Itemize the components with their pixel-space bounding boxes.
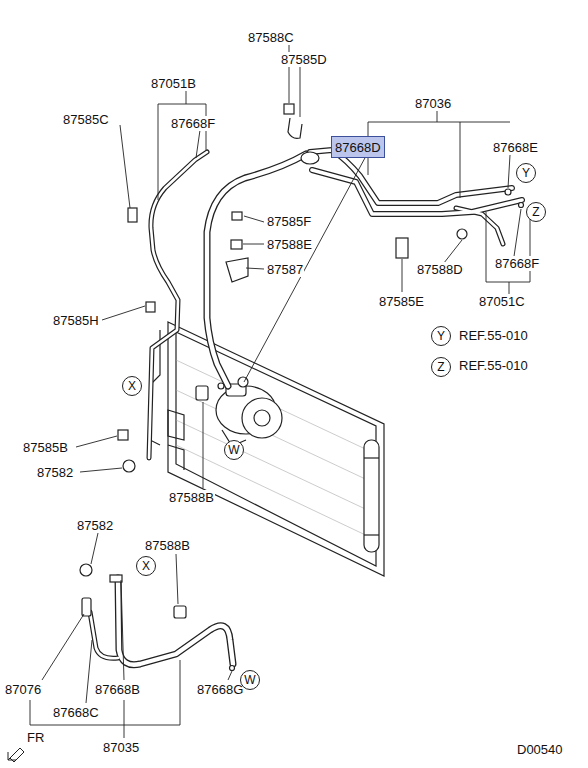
reference-circle: Y: [516, 163, 536, 183]
callout-number: 87588B: [168, 490, 215, 505]
highlighted-part-number: 87668D: [331, 136, 385, 158]
callout-number: 87588D: [416, 262, 464, 277]
callout-number: 87051B: [150, 76, 197, 91]
reference-letter: W: [228, 444, 239, 456]
callout-number: 87585B: [22, 440, 69, 455]
callout-number: 87585H: [52, 313, 100, 328]
reference-circle: X: [122, 376, 142, 396]
callout-number: 87668F: [170, 116, 216, 131]
reference-letter: Z: [532, 206, 539, 218]
callout-number: 87668D: [335, 140, 381, 155]
callout-number: 87035: [102, 740, 140, 755]
reference-circle: W: [224, 440, 244, 460]
reference-letter: Y: [437, 330, 445, 342]
reference-note: REF.55-010: [458, 358, 529, 373]
reference-note: REF.55-010: [458, 328, 529, 343]
reference-letter: X: [128, 380, 136, 392]
callout-number: 87585F: [266, 214, 312, 229]
callout-number: 87585E: [378, 294, 425, 309]
callout-number: 87668E: [492, 140, 539, 155]
reference-circle: X: [136, 556, 156, 576]
callout-number: 87036: [414, 96, 452, 111]
callout-number: 87668G: [196, 682, 244, 697]
reference-letter: Y: [522, 167, 530, 179]
callout-number: 87582: [76, 518, 114, 533]
callout-number: 87588B: [144, 538, 191, 553]
callout-number: 87668B: [94, 682, 141, 697]
reference-circle: W: [240, 670, 260, 690]
reference-circle: Z: [431, 357, 451, 377]
reference-circle: Y: [431, 326, 451, 346]
callout-number: 87588C: [247, 30, 295, 45]
direction-label: FR: [26, 730, 45, 745]
callout-number: 87668C: [52, 705, 100, 720]
callout-number: 87668F: [494, 256, 540, 271]
callout-number: 87587: [266, 262, 304, 277]
callout-number: 87076: [4, 682, 42, 697]
reference-letter: X: [142, 560, 150, 572]
reference-circle: Z: [526, 202, 546, 222]
callout-number: 87582: [36, 465, 74, 480]
reference-letter: Z: [437, 361, 444, 373]
callout-number: D00540: [516, 742, 564, 757]
callout-number: 87585C: [62, 112, 110, 127]
callout-number: 87051C: [478, 294, 526, 309]
reference-letter: W: [244, 674, 255, 686]
callout-number: 87588E: [266, 237, 313, 252]
callout-number: 87585D: [280, 52, 328, 67]
